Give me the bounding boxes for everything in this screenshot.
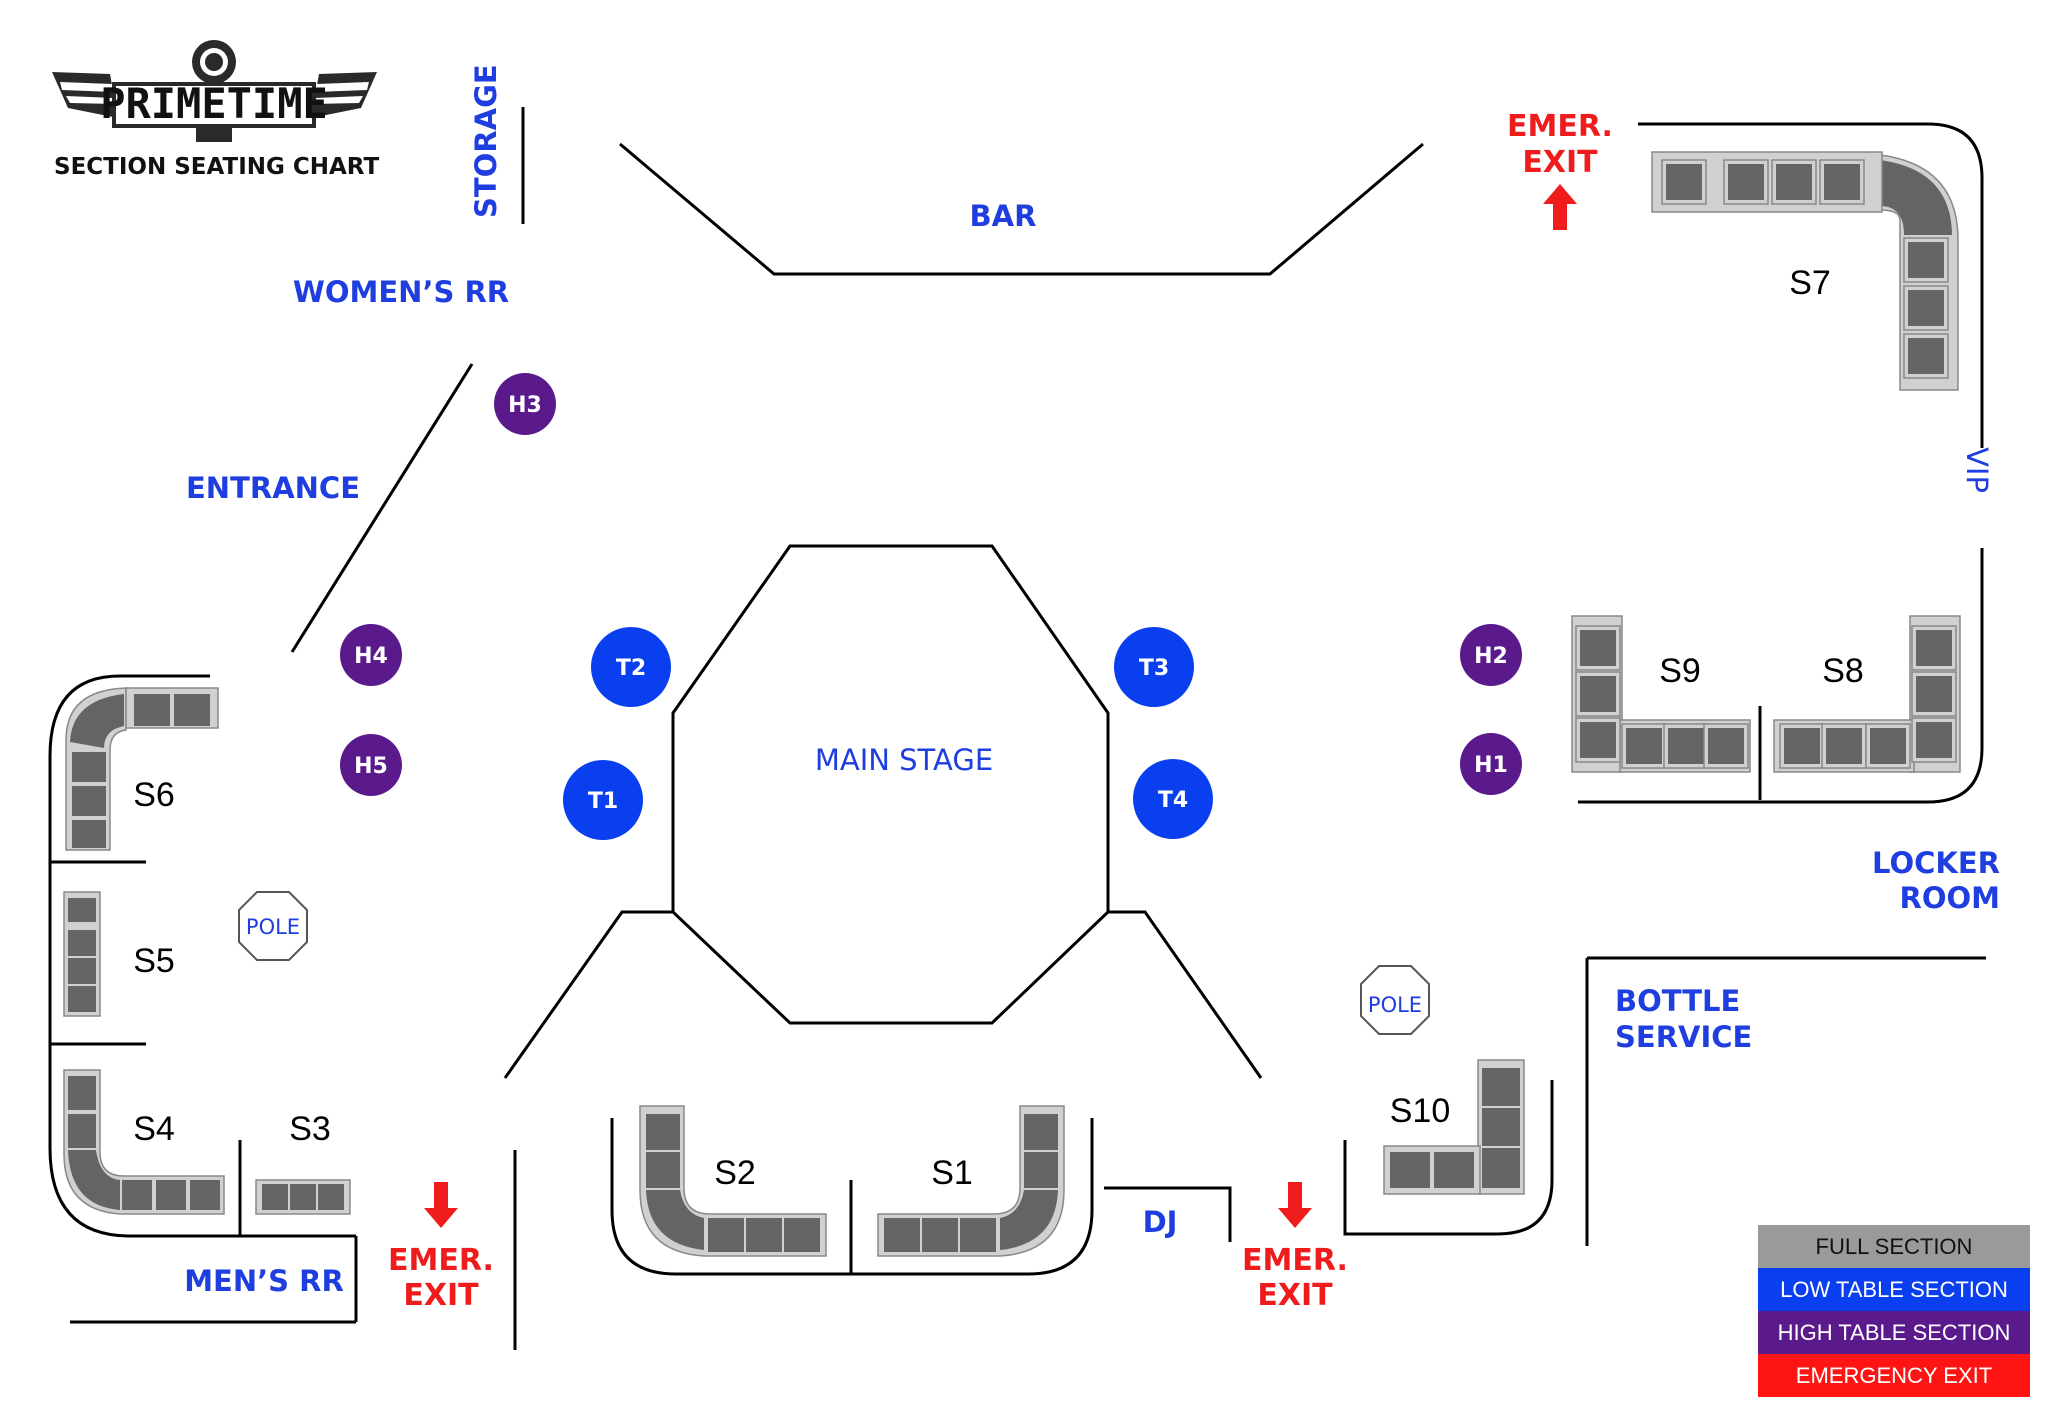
womens-restroom-label: WOMEN’S RR <box>293 275 509 309</box>
svg-text:T2: T2 <box>616 656 646 681</box>
exit-label-line2: EXIT <box>1522 145 1598 180</box>
section-label: S8 <box>1822 652 1864 690</box>
pole-right: POLE <box>1360 965 1430 1035</box>
section-label: S4 <box>133 1110 175 1148</box>
exit-label-line1: EMER. <box>1507 109 1613 144</box>
svg-text:T3: T3 <box>1139 656 1169 681</box>
vip-label: VIP <box>1960 447 1994 493</box>
logo-subtitle: SECTION SEATING CHART <box>54 154 379 180</box>
legend-item-high-table: HIGH TABLE SECTION <box>1758 1311 2030 1354</box>
logo: PRIMETIME SECTION SEATING CHART <box>52 40 379 180</box>
section-label: S5 <box>133 942 175 980</box>
svg-text:T4: T4 <box>1158 788 1188 813</box>
high-table-h5[interactable]: H5 <box>340 734 402 796</box>
section-label: S2 <box>714 1154 756 1192</box>
section-s1[interactable]: S1 <box>877 1105 1065 1257</box>
section-label: S10 <box>1390 1092 1451 1130</box>
section-s4[interactable]: S4 <box>63 1069 225 1215</box>
section-s7[interactable]: S7 <box>1651 151 1959 391</box>
svg-text:T1: T1 <box>588 789 618 814</box>
legend-item-emergency: EMERGENCY EXIT <box>1758 1354 2030 1397</box>
storage-label: STORAGE <box>469 64 503 218</box>
svg-text:H5: H5 <box>354 754 388 779</box>
bottle-service-label-line2: SERVICE <box>1615 1020 1752 1054</box>
logo-brand: PRIMETIME <box>100 79 328 128</box>
mens-restroom-label: MEN’S RR <box>184 1264 344 1298</box>
pole-label: POLE <box>246 915 300 939</box>
high-table-h2[interactable]: H2 <box>1460 624 1522 686</box>
wing-emblem-icon <box>52 40 377 142</box>
low-table-t1[interactable]: T1 <box>563 760 643 840</box>
high-table-h3[interactable]: H3 <box>494 373 556 435</box>
low-table-t2[interactable]: T2 <box>591 627 671 707</box>
section-label: S9 <box>1659 652 1701 690</box>
emergency-exit-top-right: EMER. EXIT <box>1507 109 1613 230</box>
section-s6[interactable]: S6 <box>65 687 219 851</box>
walls <box>48 107 1986 1350</box>
emergency-exit-bottom-left: EMER. EXIT <box>388 1182 494 1313</box>
svg-text:H4: H4 <box>354 644 388 669</box>
section-s10[interactable]: S10 <box>1383 1059 1525 1195</box>
exit-label-line1: EMER. <box>1242 1243 1348 1278</box>
pole-label: POLE <box>1368 993 1422 1017</box>
dj-label: DJ <box>1143 1205 1178 1239</box>
arrow-down-icon <box>1278 1182 1312 1228</box>
svg-text:H3: H3 <box>508 393 542 418</box>
bar-outline <box>619 142 1424 276</box>
bottle-service-label-line1: BOTTLE <box>1615 984 1740 1018</box>
section-s2[interactable]: S2 <box>639 1105 827 1257</box>
low-table-t4[interactable]: T4 <box>1133 759 1213 839</box>
pole-left: POLE <box>238 891 308 961</box>
bar-label: BAR <box>970 199 1037 233</box>
entrance-wall <box>290 363 474 653</box>
exit-label-line2: EXIT <box>1257 1278 1333 1313</box>
locker-room-label-line1: LOCKER <box>1872 846 2000 880</box>
locker-room-label-line2: ROOM <box>1900 881 2001 915</box>
section-s5[interactable]: S5 <box>63 891 175 1017</box>
section-label: S1 <box>931 1154 973 1192</box>
emergency-exit-bottom-center: EMER. EXIT <box>1242 1182 1348 1313</box>
low-table-t3[interactable]: T3 <box>1114 627 1194 707</box>
arrow-down-icon <box>424 1182 458 1228</box>
section-label: S7 <box>1789 264 1831 302</box>
section-s8[interactable]: S8 <box>1773 615 1961 773</box>
entrance-label: ENTRANCE <box>186 471 360 505</box>
main-stage-label: MAIN STAGE <box>815 743 993 777</box>
section-label: S3 <box>289 1110 331 1148</box>
pole-icon <box>238 891 308 961</box>
pole-icon <box>1360 965 1430 1035</box>
section-s3[interactable]: S3 <box>255 1110 351 1215</box>
exit-label-line2: EXIT <box>403 1278 479 1313</box>
section-label: S6 <box>133 776 175 814</box>
legend-item-full-section: FULL SECTION <box>1758 1225 2030 1268</box>
exit-label-line1: EMER. <box>388 1243 494 1278</box>
svg-text:H1: H1 <box>1474 753 1508 778</box>
legend-item-low-table: LOW TABLE SECTION <box>1758 1268 2030 1311</box>
main-stage <box>671 544 1110 1025</box>
section-s9[interactable]: S9 <box>1571 615 1751 773</box>
high-table-h1[interactable]: H1 <box>1460 733 1522 795</box>
arrow-up-icon <box>1543 184 1577 230</box>
svg-text:H2: H2 <box>1474 644 1508 669</box>
high-table-h4[interactable]: H4 <box>340 624 402 686</box>
